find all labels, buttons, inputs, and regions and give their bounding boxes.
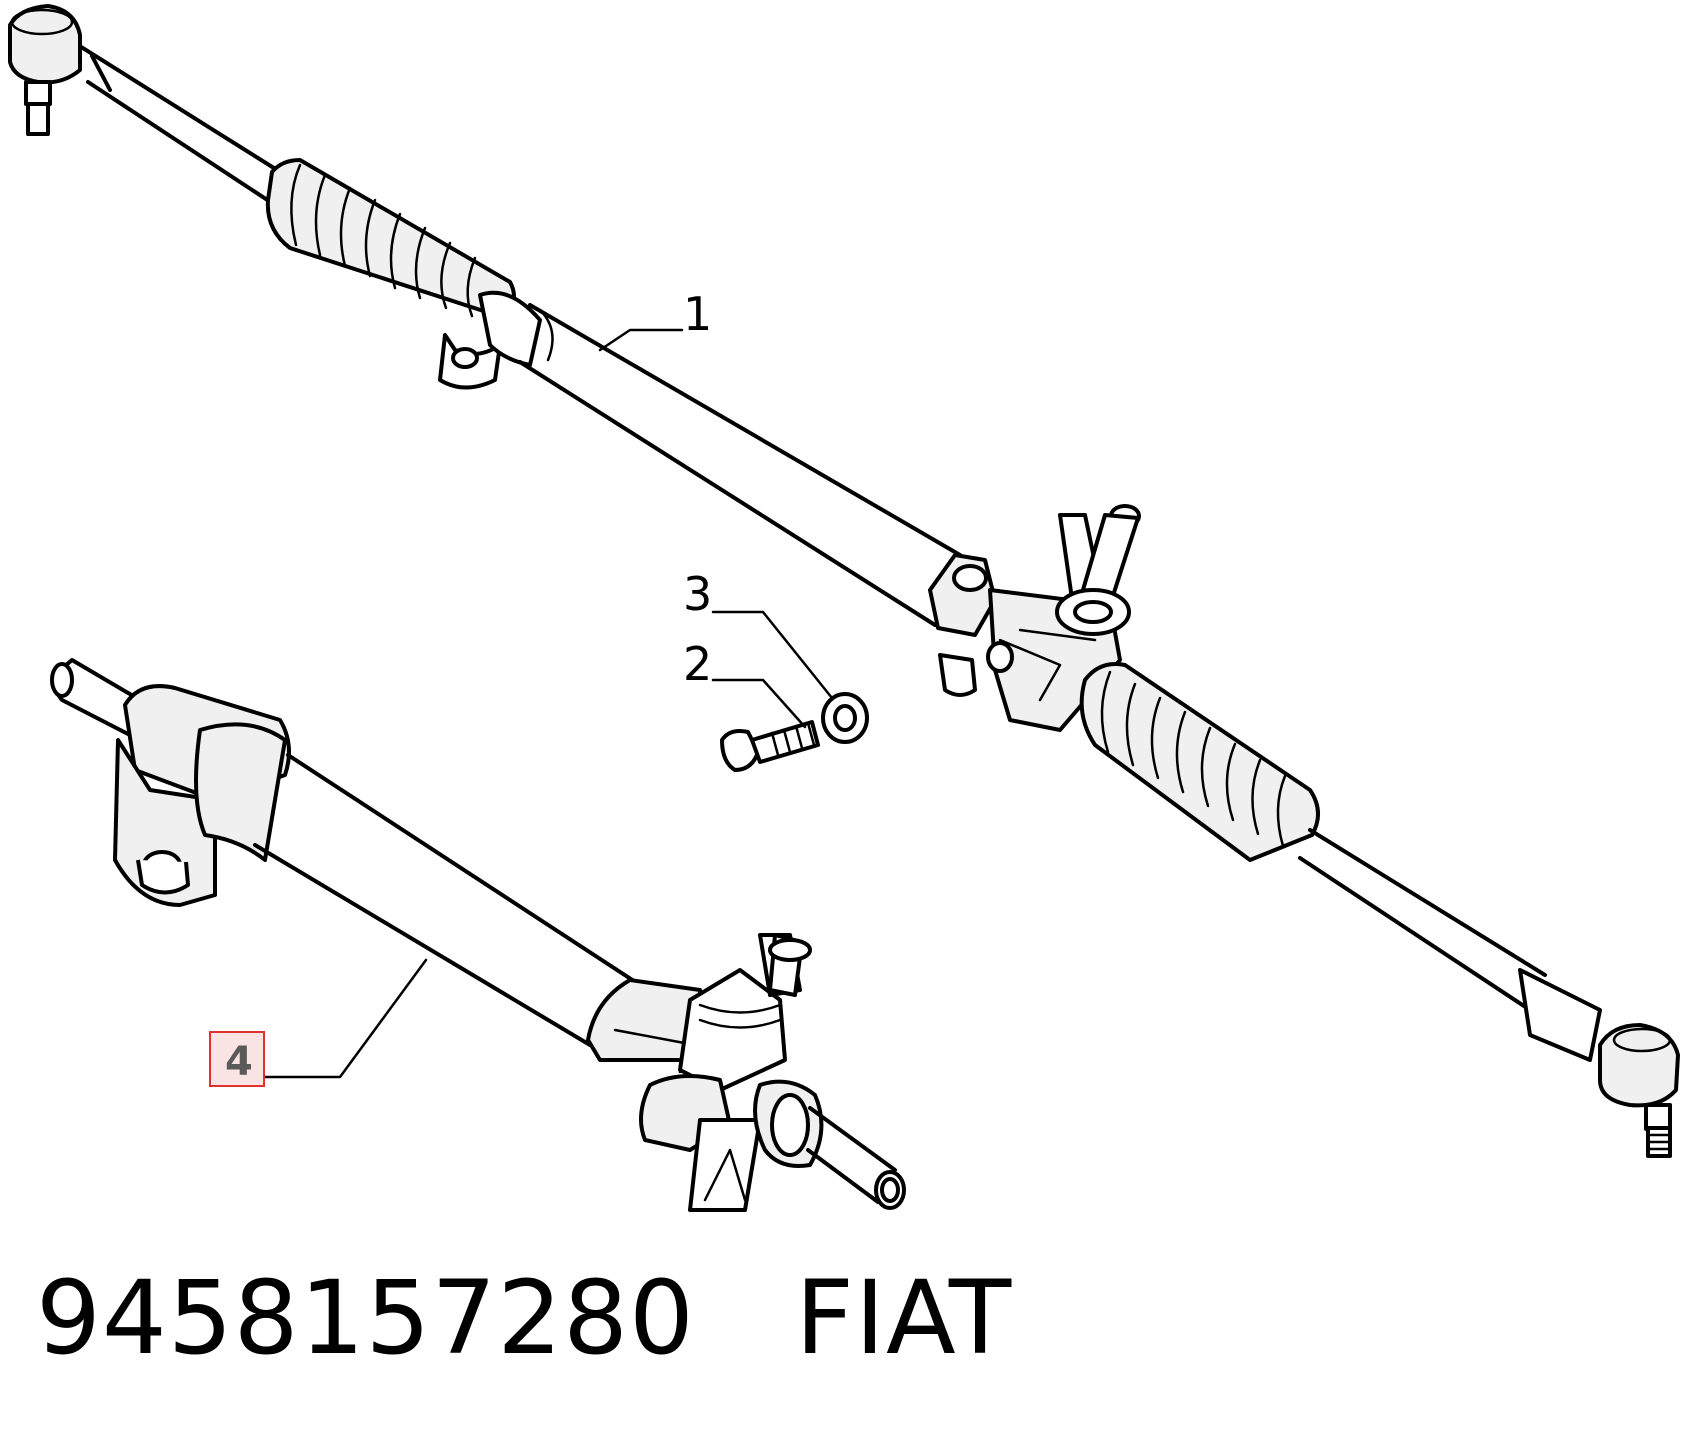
left-tie-rod-end [8,4,82,136]
left-mount-clamp [438,290,542,390]
callout-1: 1 [683,287,712,341]
callout-2: 2 [683,637,712,691]
leader-line-1 [598,328,684,352]
part-number: 9458157280 [36,1259,695,1378]
steering-rack-housing [50,658,906,1212]
brand-name: FIAT [795,1259,1013,1378]
right-tie-rod-end [1598,1023,1680,1158]
leader-line-3 [711,610,834,700]
part-number-caption: 9458157280 FIAT [36,1268,1012,1370]
left-bellows-boot [265,158,516,320]
right-bellows-boot [1079,662,1320,862]
washer [821,692,869,744]
callout-3: 3 [683,567,712,621]
callout-4-highlight-box [209,1031,265,1087]
steering-rack-assembly [8,4,1680,1158]
callout-4: 4 [225,1039,253,1085]
leader-line-2 [711,678,807,729]
leader-line-4 [261,958,428,1079]
mounting-bolt [720,720,820,772]
